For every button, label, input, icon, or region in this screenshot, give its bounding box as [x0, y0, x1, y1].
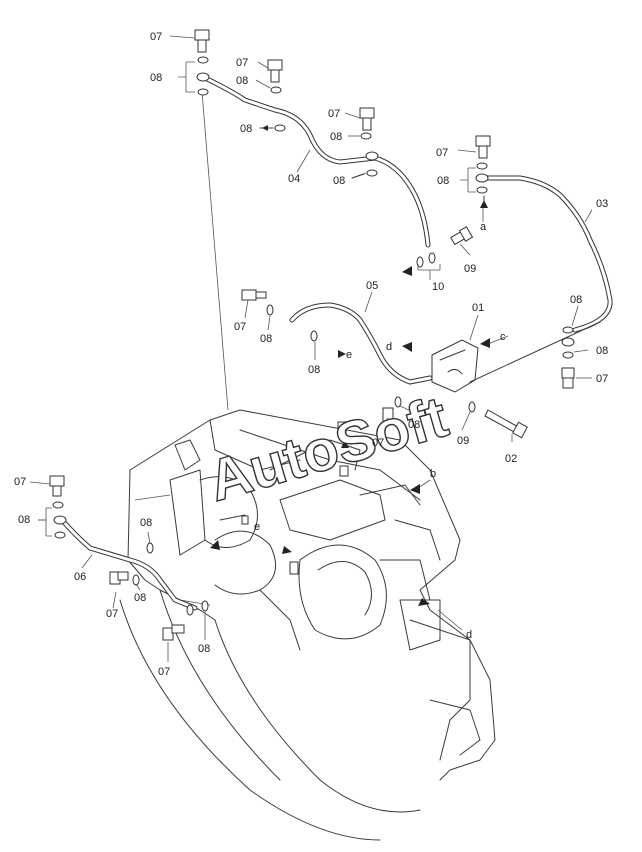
- label-08: 08: [240, 123, 252, 135]
- bolt-07-group: [49, 29, 575, 641]
- label-07: 07: [328, 108, 340, 120]
- label-07: 07: [14, 476, 26, 488]
- label-08: 08: [140, 517, 152, 529]
- label-08: 08: [18, 514, 30, 526]
- label-05: 05: [366, 280, 378, 292]
- label-b: b: [430, 468, 436, 480]
- label-03: 03: [596, 198, 608, 210]
- part-09-bolt: [450, 226, 474, 246]
- label-08: 08: [408, 419, 420, 431]
- watermark-text: AutoSoft: [201, 384, 454, 514]
- label-08: 08: [330, 131, 342, 143]
- label-08: 08: [596, 345, 608, 357]
- label-07: 07: [236, 57, 248, 69]
- label-10: 10: [432, 281, 444, 293]
- label-08: 08: [198, 643, 210, 655]
- pipe-06: [59, 517, 198, 611]
- housing-fittings: [241, 421, 349, 575]
- leader-line: [201, 91, 229, 411]
- label-07: 07: [596, 373, 608, 385]
- label-e: e: [254, 521, 260, 533]
- label-08: 08: [308, 364, 320, 376]
- label-07: 07: [106, 608, 118, 620]
- label-06: 06: [74, 571, 86, 583]
- label-09: 09: [464, 263, 476, 275]
- pipe-05: [289, 302, 433, 385]
- label-07: 07: [234, 321, 246, 333]
- label-07: 07: [158, 666, 170, 678]
- pipe-04: [202, 75, 431, 248]
- brackets: [38, 61, 476, 537]
- label-01: 01: [472, 302, 484, 314]
- label-08: 08: [570, 294, 582, 306]
- label-d: d: [386, 341, 392, 353]
- transmission-housing: [119, 409, 496, 841]
- label-08: 08: [150, 72, 162, 84]
- leaders: [29, 35, 593, 662]
- part-02-bolt: [484, 409, 528, 439]
- pipe-03: [485, 175, 613, 333]
- label-07: 07: [150, 31, 162, 43]
- label-02: 02: [505, 453, 517, 465]
- label-08: 08: [134, 592, 146, 604]
- label-c: c: [500, 331, 506, 343]
- label-e: e: [346, 349, 352, 361]
- label-a: a: [480, 221, 487, 233]
- part-01-valve: [431, 321, 601, 393]
- label-08: 08: [333, 175, 345, 187]
- label-08: 08: [236, 75, 248, 87]
- label-04: 04: [288, 173, 300, 185]
- label-08: 08: [437, 175, 449, 187]
- label-07: 07: [436, 147, 448, 159]
- label-07: 07: [372, 437, 384, 449]
- label-09: 09: [457, 435, 469, 447]
- label-d: d: [466, 629, 472, 641]
- part-labels: 07 08 07 08 08 07 08 04 08 07 08 a 03 09…: [14, 31, 608, 678]
- arrows: [210, 125, 490, 606]
- label-08: 08: [260, 333, 272, 345]
